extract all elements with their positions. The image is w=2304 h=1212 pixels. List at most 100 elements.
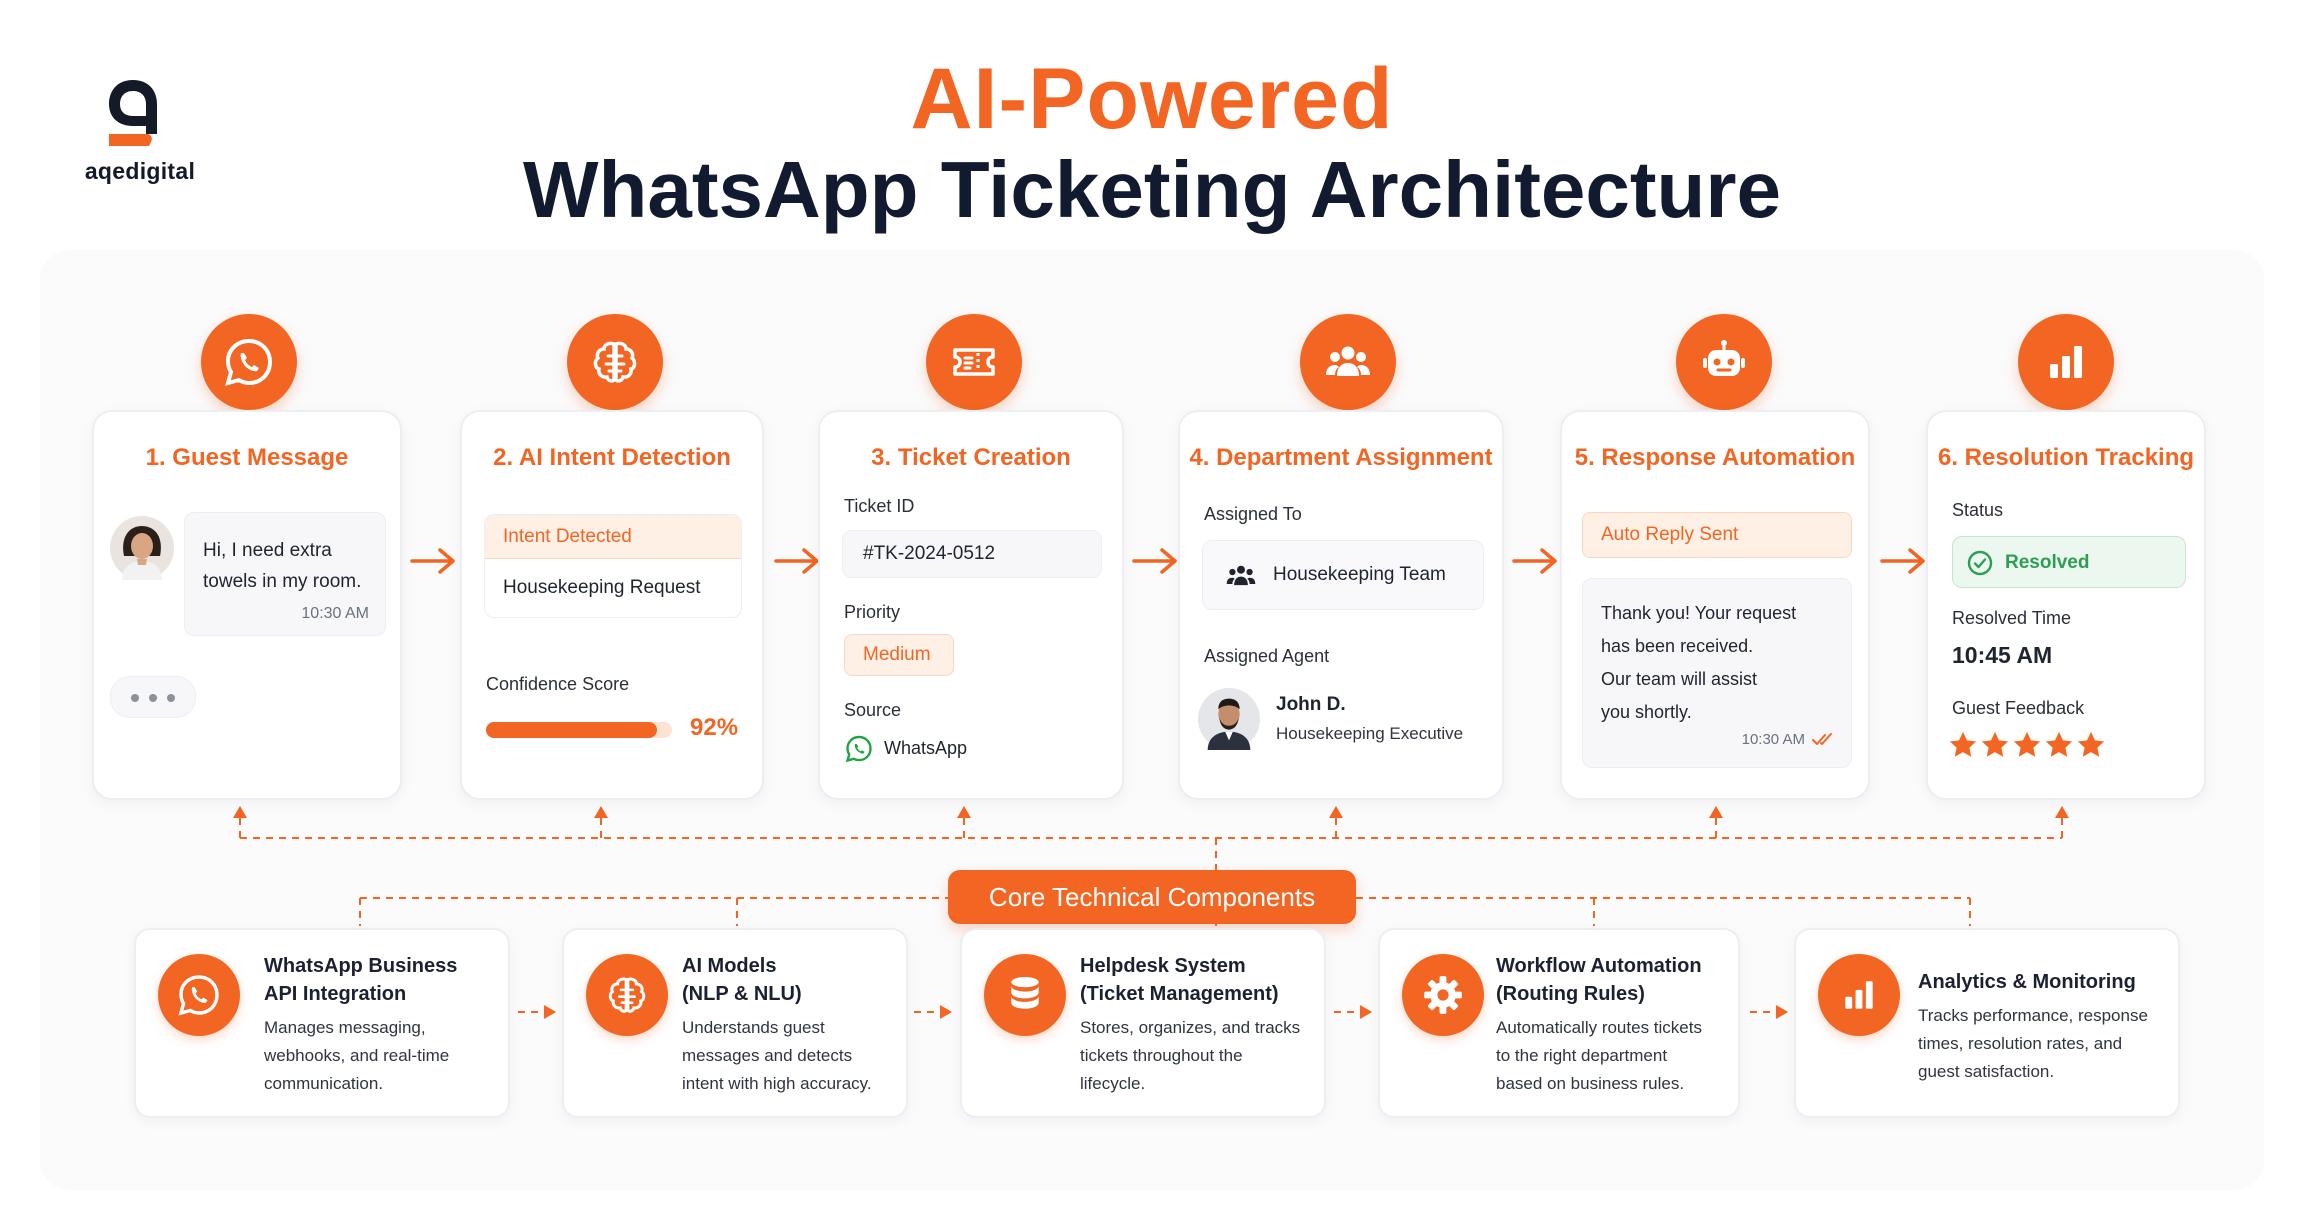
confidence-fill [486,722,658,738]
component-3-title-line-1: Helpdesk System [1080,955,1246,977]
ticket-id-label: Ticket ID [844,496,915,516]
whatsapp-icon [225,338,273,386]
flow-arrow-4 [1512,548,1557,574]
step-1-card: 1. Guest Message Hi, I need extra towels… [92,410,402,800]
component-3-desc-line-3: lifecycle. [1080,1074,1146,1093]
component-2-desc-line-3: intent with high accuracy. [682,1074,872,1093]
whatsapp-icon [845,735,872,763]
component-2-icon-circle [586,954,668,1036]
component-2-desc-line-2: messages and detects [682,1046,853,1065]
flow-arrow-1 [410,548,455,574]
step-5-card: 5. Response Automation Auto Reply Sent T… [1560,410,1870,800]
step-5-icon-circle [1676,314,1772,410]
confidence-value: 92% [690,714,739,741]
step-1-icon-circle [201,314,297,410]
priority-label: Priority [844,602,901,622]
whatsapp-icon [178,975,219,1016]
star-icon [1949,731,1977,757]
priority-badge: Medium [844,634,954,676]
component-ai-models: AI Models (NLP & NLU) Understands guest … [562,928,908,1118]
step-4-title: 4. Department Assignment [1189,444,1493,471]
step-6-card: 6. Resolution Tracking Status Resolved R… [1926,410,2206,800]
component-workflow: Workflow Automation (Routing Rules) Auto… [1378,928,1740,1118]
rating-stars [1948,730,2128,766]
component-1-icon-circle [158,954,240,1036]
brand-logo: aqedigital [70,76,210,186]
component-1-desc-line-3: communication. [264,1074,384,1093]
step-3-icon-circle [926,314,1022,410]
component-3-icon-circle [984,954,1066,1036]
agent-name: John D. [1276,694,1346,715]
component-4-desc-line-2: to the right department [1496,1046,1668,1065]
bar-chart-icon [2050,346,2082,378]
step-4-icon-circle [1300,314,1396,410]
component-3-desc-line-1: Stores, organizes, and tracks [1080,1018,1301,1037]
component-1-desc-line-1: Manages messaging, [264,1018,426,1037]
component-5-desc-line-3: guest satisfaction. [1918,1062,2055,1081]
assigned-team: Housekeeping Team [1273,564,1446,585]
assigned-to-label: Assigned To [1204,504,1302,524]
component-analytics: Analytics & Monitoring Tracks performanc… [1794,928,2180,1118]
component-4-icon-circle [1402,954,1484,1036]
database-icon [1011,977,1039,1009]
star-icon [1981,731,2009,757]
step-6-title: 6. Resolution Tracking [1937,444,2195,471]
typing-indicator [110,676,196,718]
team-icon [1226,565,1256,586]
intent-label: Intent Detected [503,526,632,547]
brain-icon [593,341,637,383]
component-2-title-line-1: AI Models [682,955,777,977]
step-2-title: 2. AI Intent Detection [493,444,731,471]
component-3-desc-line-2: tickets throughout the [1080,1046,1243,1065]
guest-message-bubble: Hi, I need extra towels in my room. 10:3… [184,512,386,636]
component-5-title-line-1: Analytics & Monitoring [1918,971,2136,993]
guest-message-time: 10:30 AM [301,605,369,622]
component-1-desc-line-2: webhooks, and real-time [264,1046,450,1065]
flow-arrow-5 [1880,548,1925,574]
brand-logo-mark [109,80,157,146]
step-3-title: 3. Ticket Creation [871,444,1071,471]
step-2-card: 2. AI Intent Detection Intent Detected H… [460,410,764,800]
source-value: WhatsApp [884,738,968,758]
confidence-label: Confidence Score [486,674,630,694]
status-badge: Resolved [1952,536,2186,588]
component-2-desc-line-1: Understands guest [682,1018,825,1037]
guest-avatar [110,516,174,580]
step-6-icon-circle [2018,314,2114,410]
assigned-team-box: Housekeeping Team [1202,540,1484,610]
step-1-title: 1. Guest Message [145,444,349,471]
double-check-icon [1812,733,1832,745]
bar-chart-icon [1845,981,1873,1009]
ticket-id-box: #TK-2024-0512 [842,530,1102,578]
component-2-title-line-2: (NLP & NLU) [682,983,802,1005]
gear-icon [1424,976,1462,1014]
team-icon [1326,346,1370,376]
confidence-track [486,722,672,738]
reply-line-1: Thank you! Your request [1601,603,1797,623]
step-4-card: 4. Department Assignment Assigned To Hou… [1178,410,1504,800]
component-5-desc-line-2: times, resolution rates, and [1918,1034,2123,1053]
agent-label: Assigned Agent [1204,646,1330,666]
status-label: Status [1952,500,2004,520]
component-whatsapp-api: WhatsApp Business API Integration Manage… [134,928,510,1118]
ticket-icon [953,348,995,376]
robot-icon [1703,340,1745,376]
agent-avatar [1198,688,1260,750]
feedback-label: Guest Feedback [1952,698,2085,718]
star-icon [2013,731,2041,757]
flow-arrow-2 [774,548,819,574]
step-5-title: 5. Response Automation [1574,444,1856,471]
brain-icon [608,977,646,1013]
reply-line-2: has been received. [1601,636,1754,656]
core-components-banner: Core Technical Components [948,870,1356,924]
component-4-desc-line-3: based on business rules. [1496,1074,1685,1093]
intent-value: Housekeeping Request [503,577,701,598]
component-5-icon-circle [1818,954,1900,1036]
check-circle-icon [1967,550,1993,576]
agent-role: Housekeeping Executive [1276,724,1464,743]
auto-reply-badge: Auto Reply Sent [1582,512,1852,558]
star-icon [2045,731,2073,757]
reply-line-4: you shortly. [1601,702,1692,722]
reply-line-3: Our team will assist [1601,669,1758,689]
brand-name: aqedigital [84,158,196,184]
